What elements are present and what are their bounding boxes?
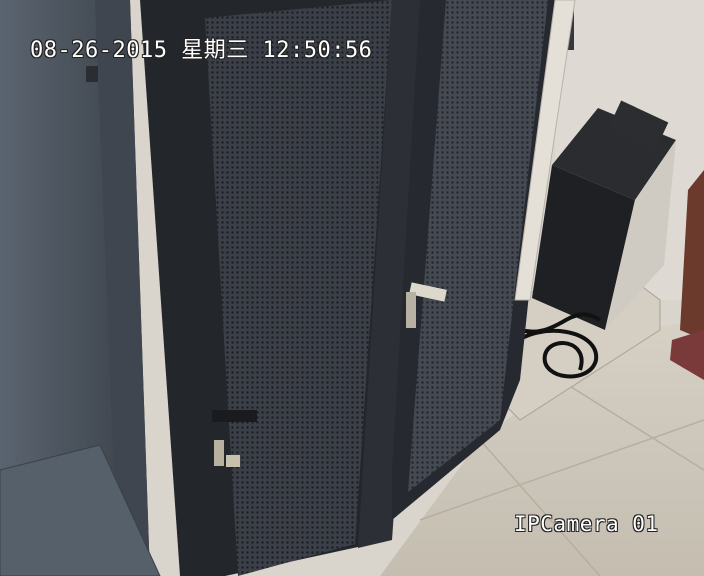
osd-weekday: 星期三 <box>181 38 249 63</box>
second-rack-handle[interactable] <box>409 282 447 302</box>
rack-door-handle[interactable] <box>212 410 257 422</box>
osd-camera-name: IPCamera 01 <box>514 512 659 536</box>
left-cabinet-edge <box>95 0 150 576</box>
floor-mat <box>670 330 704 380</box>
small-cabinet-side <box>605 140 676 330</box>
small-cabinet-front <box>532 165 635 330</box>
second-rack-door[interactable] <box>408 0 548 492</box>
left-lower-box <box>0 444 161 576</box>
osd-time: 12:50:56 <box>262 38 373 63</box>
floor-cables <box>510 312 602 379</box>
front-rack-door[interactable] <box>205 0 392 576</box>
osd-timestamp: 08-26-2015 星期三 12:50:56 <box>30 32 372 64</box>
door-frame <box>680 170 704 340</box>
floor <box>380 320 704 576</box>
osd-date: 08-26-2015 <box>30 38 168 63</box>
